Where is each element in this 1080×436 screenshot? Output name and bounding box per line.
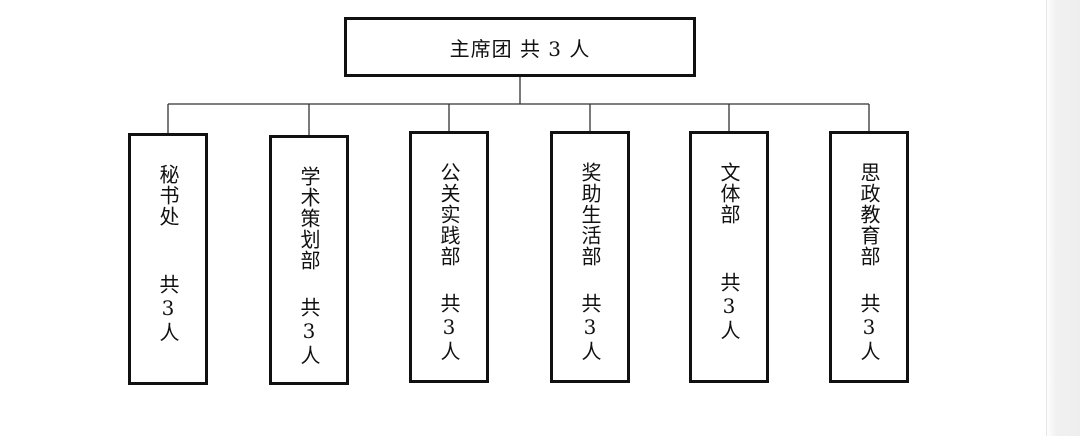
dept-count: 共3人 xyxy=(297,297,321,367)
dept-count: 共3人 xyxy=(857,293,881,363)
root-box-presidium: 主席团 共 3 人 xyxy=(344,17,696,77)
dept-count: 共3人 xyxy=(437,293,461,363)
dept-box-academic-planning: 学术策划部 共3人 xyxy=(269,135,349,385)
dept-count: 共3人 xyxy=(717,272,741,342)
dept-count: 共3人 xyxy=(156,274,180,344)
page-edge-line xyxy=(1046,0,1047,436)
dept-name: 学术策划部 xyxy=(297,166,321,271)
dept-name: 秘书处 xyxy=(156,164,180,227)
root-label: 主席团 共 3 人 xyxy=(449,36,591,61)
dept-box-culture-sports: 文体部 共3人 xyxy=(689,131,769,383)
dept-box-public-relations: 公关实践部 共3人 xyxy=(409,131,489,383)
dept-count: 共3人 xyxy=(578,293,602,363)
dept-box-secretariat: 秘书处 共3人 xyxy=(128,133,208,385)
dept-name: 文体部 xyxy=(717,162,741,225)
page-edge-shadow xyxy=(1046,0,1080,436)
dept-name: 公关实践部 xyxy=(437,162,461,267)
dept-name: 思政教育部 xyxy=(857,162,881,267)
dept-box-ideological-education: 思政教育部 共3人 xyxy=(829,131,909,383)
dept-name: 奖助生活部 xyxy=(578,162,602,267)
dept-box-student-aid: 奖助生活部 共3人 xyxy=(550,131,630,383)
